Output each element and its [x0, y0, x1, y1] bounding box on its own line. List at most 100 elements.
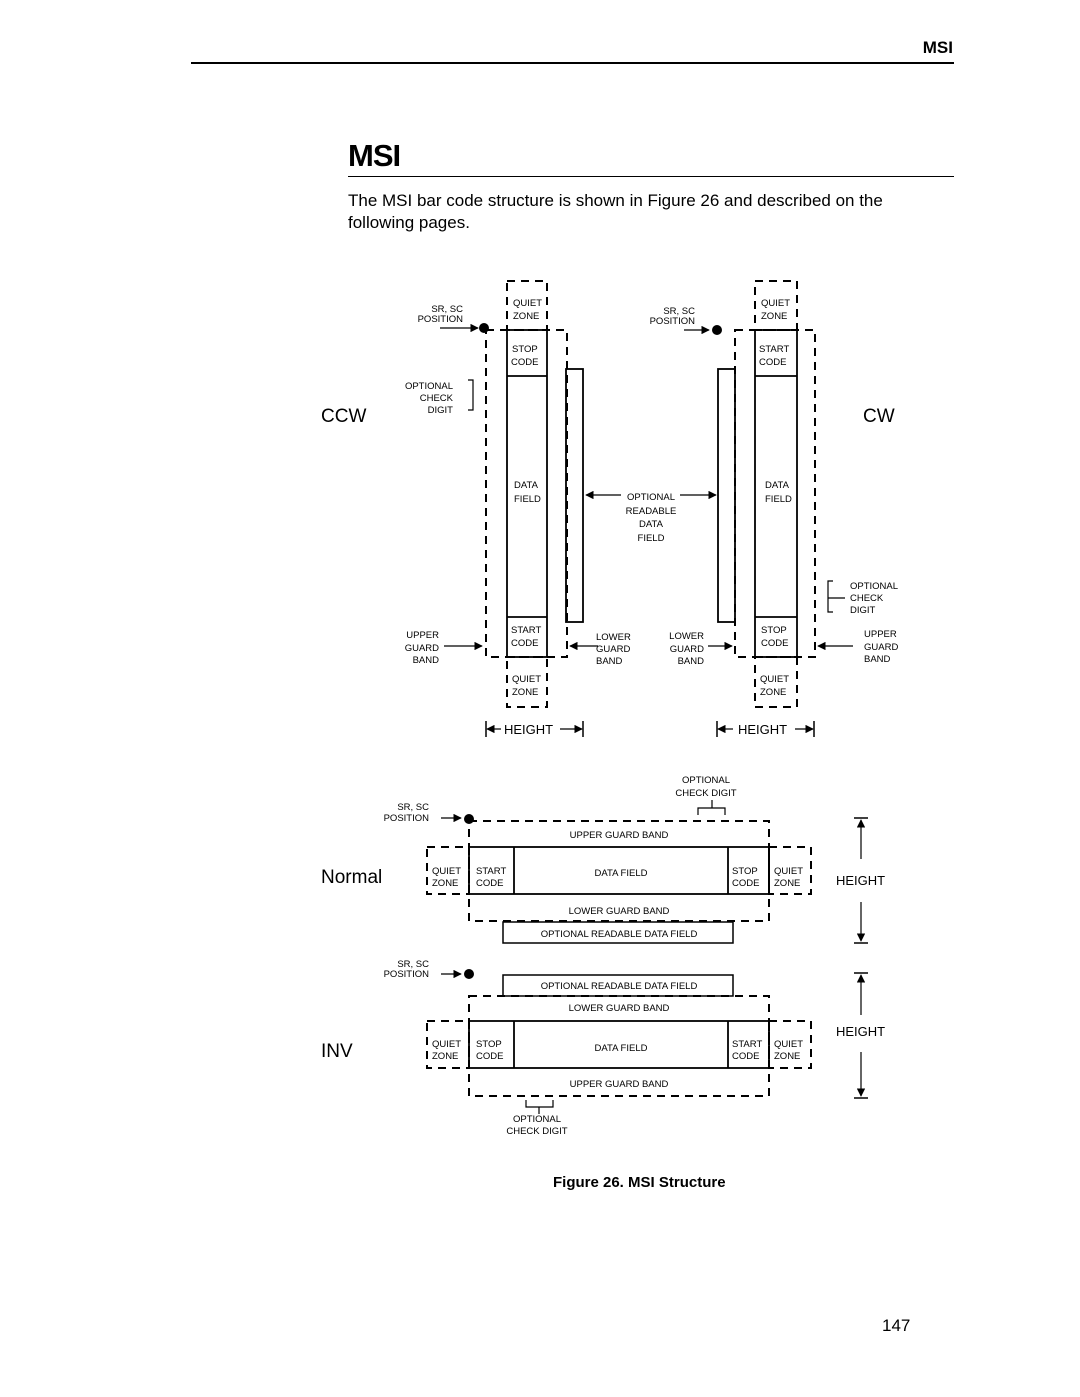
normal-start-label: START	[476, 866, 506, 877]
normal-stop-code: CODE	[732, 878, 759, 889]
cw-stop-label: STOP	[761, 625, 787, 636]
section-title: MSI	[348, 138, 401, 173]
cw-lower-band: BAND	[678, 656, 705, 667]
normal-upper-guard-band: UPPER GUARD BAND	[570, 830, 669, 841]
cw-diagram	[680, 280, 853, 737]
inv-height-label: HEIGHT	[836, 1024, 885, 1039]
cw-field-label: FIELD	[765, 494, 792, 505]
cw-stop-code: CODE	[761, 638, 788, 649]
intro-paragraph: The MSI bar code structure is shown in F…	[348, 191, 883, 232]
running-header: MSI	[922, 38, 953, 57]
ccw-height-label: HEIGHT	[504, 722, 553, 737]
page-number: 147	[882, 1316, 911, 1335]
inv-label: INV	[321, 1041, 353, 1062]
normal-diagram	[426, 800, 868, 944]
cw-bottom-zone: ZONE	[760, 687, 786, 698]
ccw-data-label: DATA	[514, 480, 539, 491]
inv-optional-readable-field: OPTIONAL READABLE DATA FIELD	[541, 981, 698, 992]
ccw-bottom-zone: ZONE	[512, 687, 538, 698]
inv-position-label: POSITION	[384, 969, 430, 980]
inv-upper-guard-band: UPPER GUARD BAND	[570, 1079, 669, 1090]
inv-stop-code: CODE	[476, 1051, 503, 1062]
normal-left-zone: ZONE	[432, 878, 458, 889]
cw-optional-label: OPTIONAL	[850, 581, 898, 592]
ccw-bottom-quiet: QUIET	[512, 674, 541, 685]
ccw-lower-label: LOWER	[596, 632, 631, 643]
ccw-label: CCW	[321, 406, 366, 427]
cw-height-label: HEIGHT	[738, 722, 787, 737]
normal-check-digit-label: CHECK DIGIT	[675, 788, 736, 799]
cw-label: CW	[863, 406, 895, 427]
cw-bottom-quiet: QUIET	[760, 674, 789, 685]
cw-upper-guard: GUARD	[864, 642, 898, 653]
cw-start-label: START	[759, 344, 789, 355]
cw-lower-label: LOWER	[669, 631, 704, 642]
ccw-start-code: CODE	[511, 638, 538, 649]
inv-data-field: DATA FIELD	[595, 1043, 648, 1054]
ccw-start-label: START	[511, 625, 541, 636]
center-data-label: DATA	[639, 519, 664, 530]
header-rule	[191, 62, 954, 64]
cw-position-label: POSITION	[650, 316, 696, 327]
ccw-band-label: BAND	[413, 655, 440, 666]
cw-lower-guard: GUARD	[670, 644, 704, 655]
ccw-srsc-label: SR, SC	[431, 304, 463, 315]
ccw-top-zone: ZONE	[513, 311, 539, 322]
center-readable-label: READABLE	[626, 506, 677, 517]
normal-srsc-label: SR, SC	[397, 802, 429, 813]
normal-height-label: HEIGHT	[836, 873, 885, 888]
ccw-guard-label: GUARD	[405, 643, 439, 654]
inv-lower-guard-band: LOWER GUARD BAND	[569, 1003, 670, 1014]
normal-position-label: POSITION	[384, 813, 430, 824]
normal-left-quiet: QUIET	[432, 866, 461, 877]
title-rule	[348, 176, 954, 177]
ccw-diagram	[440, 280, 621, 737]
normal-position-dot	[464, 814, 474, 824]
cw-upper-band: BAND	[864, 654, 891, 665]
center-optional-label: OPTIONAL	[627, 492, 675, 503]
normal-optional-label: OPTIONAL	[682, 775, 730, 786]
cw-start-code: CODE	[759, 357, 786, 368]
inv-diagram	[426, 969, 868, 1114]
cw-upper-label: UPPER	[864, 629, 897, 640]
normal-lower-guard-band: LOWER GUARD BAND	[569, 906, 670, 917]
ccw-optional-label: OPTIONAL	[405, 381, 453, 392]
cw-srsc-label: SR, SC	[663, 306, 695, 317]
cw-position-dot	[712, 325, 722, 335]
ccw-digit-label: DIGIT	[428, 405, 454, 416]
ccw-upper-label: UPPER	[406, 630, 439, 641]
ccw-top-quiet: QUIET	[513, 298, 542, 309]
center-field-label: FIELD	[638, 533, 665, 544]
cw-top-quiet: QUIET	[761, 298, 790, 309]
figure-caption: Figure 26. MSI Structure	[553, 1174, 726, 1191]
normal-optional-readable-field: OPTIONAL READABLE DATA FIELD	[541, 929, 698, 940]
inv-left-zone: ZONE	[432, 1051, 458, 1062]
inv-srsc-label: SR, SC	[397, 959, 429, 970]
inv-start-label: START	[732, 1039, 762, 1050]
ccw-check-label: CHECK	[420, 393, 454, 404]
normal-start-code: CODE	[476, 878, 503, 889]
inv-right-quiet: QUIET	[774, 1039, 803, 1050]
ccw-field-label: FIELD	[514, 494, 541, 505]
inv-check-digit-label: CHECK DIGIT	[506, 1126, 567, 1137]
ccw-stop-label: STOP	[512, 344, 538, 355]
normal-stop-label: STOP	[732, 866, 758, 877]
normal-right-quiet: QUIET	[774, 866, 803, 877]
ccw-position-label: POSITION	[418, 314, 464, 325]
cw-digit-label: DIGIT	[850, 605, 876, 616]
ccw-lower-band: BAND	[596, 656, 623, 667]
ccw-stop-code: CODE	[511, 357, 538, 368]
cw-data-label: DATA	[765, 480, 790, 491]
normal-right-zone: ZONE	[774, 878, 800, 889]
inv-left-quiet: QUIET	[432, 1039, 461, 1050]
normal-label: Normal	[321, 867, 382, 888]
normal-data-field: DATA FIELD	[595, 868, 648, 879]
inv-optional-label: OPTIONAL	[513, 1114, 561, 1125]
inv-position-dot	[464, 969, 474, 979]
cw-check-label: CHECK	[850, 593, 884, 604]
inv-start-code: CODE	[732, 1051, 759, 1062]
inv-right-zone: ZONE	[774, 1051, 800, 1062]
inv-stop-label: STOP	[476, 1039, 502, 1050]
ccw-position-dot	[479, 323, 489, 333]
